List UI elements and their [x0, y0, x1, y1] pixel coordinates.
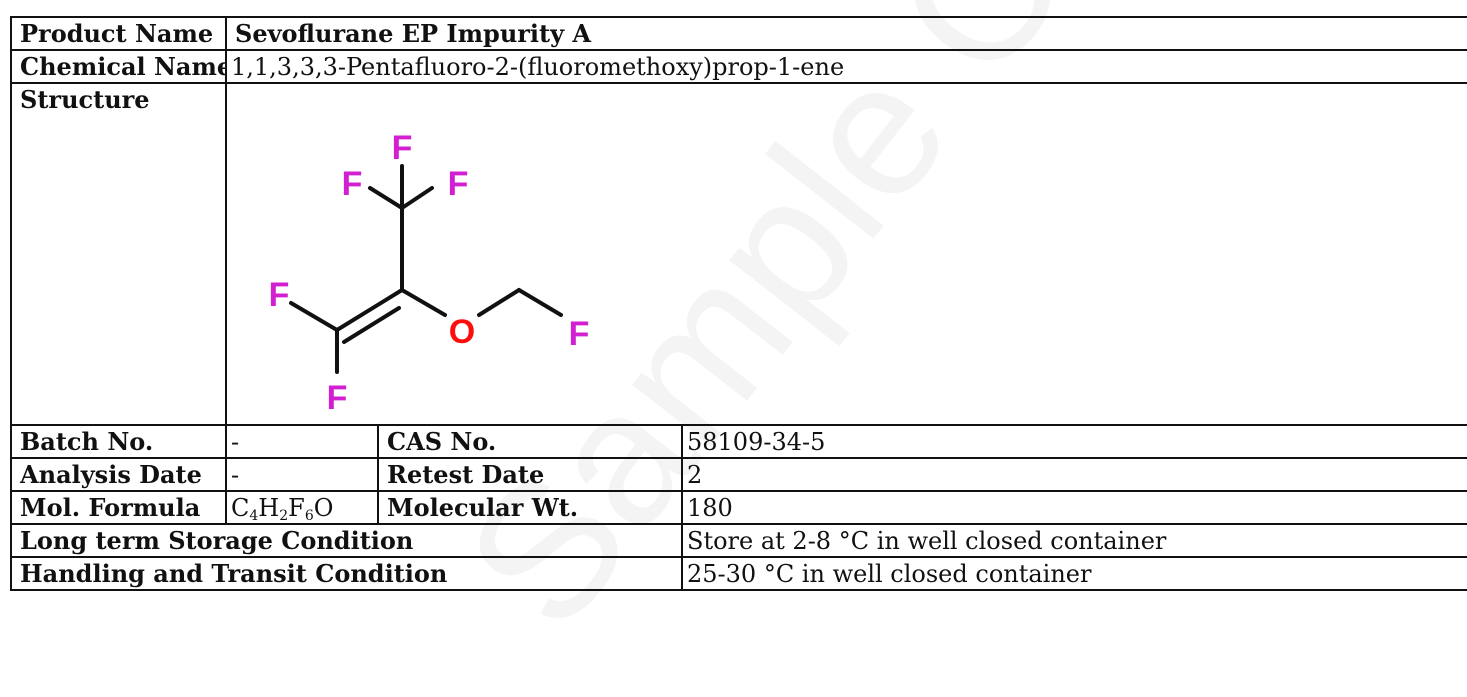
- bonds: [289, 164, 563, 374]
- batch-no-label: Batch No.: [10, 424, 227, 459]
- structure-image-cell: F F F F F F O: [224, 82, 1467, 426]
- formula-el-o: O: [313, 493, 334, 522]
- atom-fluorine-upper-left: F: [342, 165, 363, 203]
- molecular-wt-label: Molecular Wt.: [377, 490, 683, 525]
- handling-condition-label: Handling and Transit Condition: [10, 556, 683, 591]
- chemical-name-label: Chemical Name: [10, 49, 227, 84]
- cas-no-label: CAS No.: [377, 424, 683, 459]
- structure-label: Structure: [10, 82, 227, 426]
- structure-diagram: F F F F F F O: [269, 129, 590, 417]
- formula-el-f: F: [288, 493, 305, 522]
- mol-formula-label: Mol. Formula: [10, 490, 227, 525]
- atom-oxygen: O: [449, 313, 475, 351]
- row-formula-molwt: Mol. Formula C4H2F6O Molecular Wt. 180: [10, 490, 1467, 525]
- bond-c2-o: [400, 288, 447, 317]
- formula-n-f: 6: [304, 507, 314, 524]
- row-analysis-retest: Analysis Date - Retest Date 2: [10, 457, 1467, 492]
- atom-fluorine-right: F: [569, 315, 590, 353]
- analysis-date-label: Analysis Date: [10, 457, 227, 492]
- row-chemical-name: Chemical Name 1,1,3,3,3-Pentafluoro-2-(f…: [10, 49, 1467, 84]
- chemical-name-value: 1,1,3,3,3-Pentafluoro-2-(fluoromethoxy)p…: [224, 49, 1467, 84]
- formula-n-h: 2: [279, 507, 289, 524]
- bond-c1-f-left: [289, 301, 339, 332]
- atom-fluorine-upper-right: F: [448, 165, 469, 203]
- row-storage: Long term Storage Condition Store at 2-8…: [10, 523, 1467, 558]
- bond-o-ch2: [477, 288, 521, 317]
- product-name-value: Sevoflurane EP Impurity A: [224, 16, 1467, 51]
- storage-condition-label: Long term Storage Condition: [10, 523, 683, 558]
- formula-n-c: 4: [249, 507, 259, 524]
- atom-fluorine-left: F: [269, 276, 290, 314]
- bond-c1-c2-double-b: [342, 306, 401, 344]
- row-product-name: Product Name Sevoflurane EP Impurity A: [10, 16, 1467, 51]
- handling-condition-value: 25-30 °C in well closed container: [680, 556, 1467, 591]
- batch-no-value: -: [225, 424, 379, 459]
- product-name-label: Product Name: [10, 16, 227, 51]
- cas-no-value: 58109-34-5: [680, 424, 1467, 459]
- retest-date-label: Retest Date: [377, 457, 683, 492]
- bond-c1-c2-double-a: [335, 288, 404, 332]
- formula-el-h: H: [258, 493, 280, 522]
- storage-condition-value: Store at 2-8 °C in well closed container: [680, 523, 1467, 558]
- row-batch-cas: Batch No. - CAS No. 58109-34-5: [10, 424, 1467, 459]
- mol-formula-value: C4H2F6O: [225, 490, 379, 525]
- bond-c3-f-right: [400, 186, 434, 210]
- atom-fluorine-bottom: F: [327, 379, 348, 417]
- analysis-date-value: -: [225, 457, 379, 492]
- formula-el-c: C: [231, 493, 250, 522]
- bond-c3-f-left: [368, 186, 404, 210]
- row-handling: Handling and Transit Condition 25-30 °C …: [10, 556, 1467, 591]
- coa-table: Product Name Sevoflurane EP Impurity A C…: [10, 16, 1467, 591]
- atom-fluorine-top: F: [392, 129, 413, 167]
- molecular-wt-value: 180: [680, 490, 1467, 525]
- row-structure: Structure F F: [10, 82, 1467, 426]
- retest-date-value: 2: [680, 457, 1467, 492]
- bond-ch2-f: [517, 288, 563, 317]
